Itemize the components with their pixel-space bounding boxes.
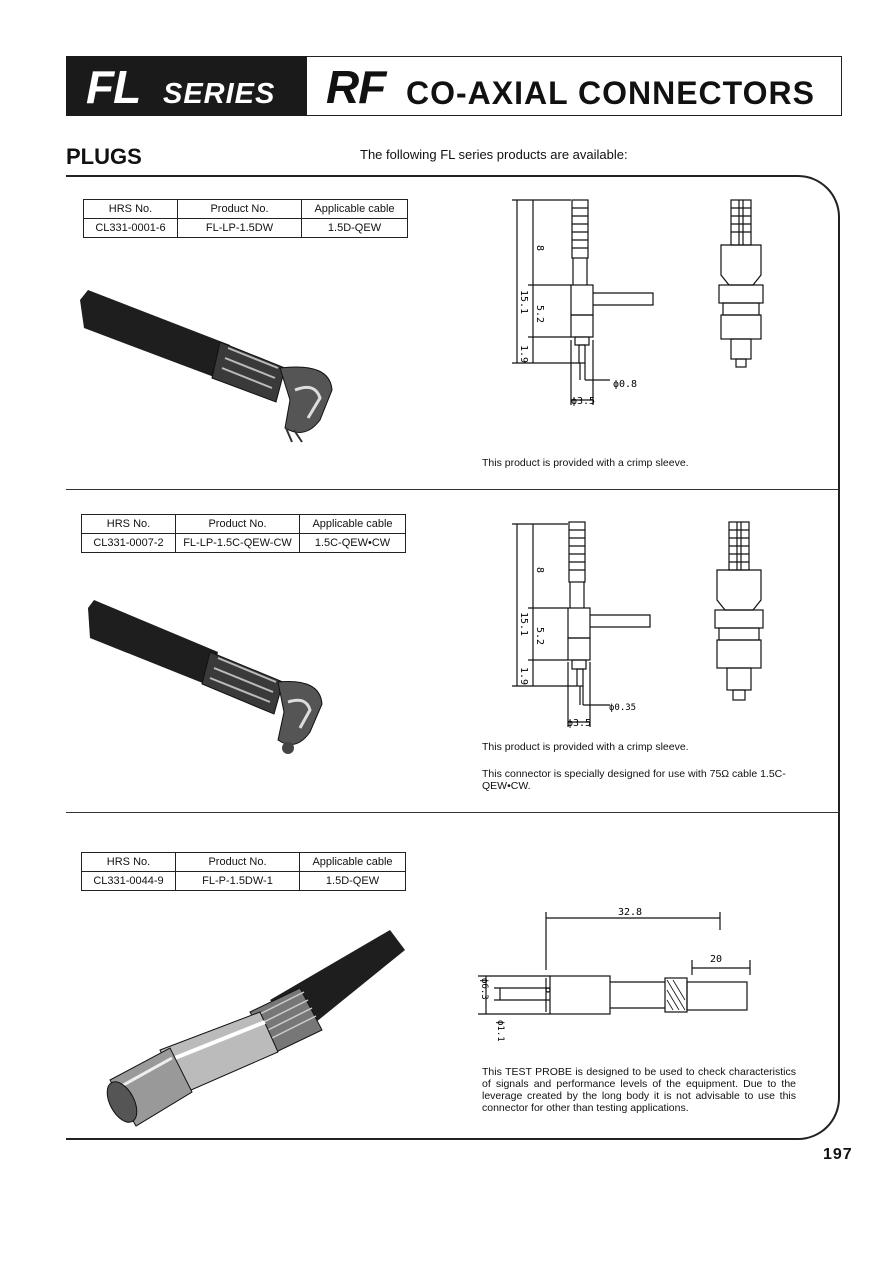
header-applicable-cable: Applicable cable — [301, 199, 408, 219]
header-applicable-cable: Applicable cable — [299, 852, 406, 872]
frame-right-curve — [760, 175, 840, 1140]
header-hrs-no: HRS No. — [81, 514, 176, 534]
header-hrs-no: HRS No. — [83, 199, 178, 219]
dim-tail: 20 — [710, 954, 722, 965]
header-rf: RF — [326, 61, 386, 113]
product-table-3: HRS No. Product No. Applicable cable CL3… — [81, 852, 406, 891]
frame-bottom-line — [66, 1138, 796, 1140]
drawing-product-1: 15.1 8 5.2 1.9 ϕ0.8 ϕ3.5 — [512, 199, 764, 407]
header-title: CO-AXIAL CONNECTORS — [406, 75, 815, 111]
header-series: SERIES — [163, 78, 276, 110]
dim-total: 15.1 — [518, 290, 529, 314]
product-photo-3 — [106, 930, 405, 1127]
section-divider-2 — [66, 812, 839, 813]
dim-low: 1.9 — [518, 667, 529, 685]
product-table-1: HRS No. Product No. Applicable cable CL3… — [83, 199, 408, 238]
note-product-3: This TEST PROBE is designed to be used t… — [482, 1066, 796, 1114]
dim-mid: 5.2 — [534, 305, 545, 323]
header-product-no: Product No. — [177, 199, 302, 219]
header-product-no: Product No. — [175, 852, 300, 872]
note-product-2b: This connector is specially designed for… — [482, 768, 786, 792]
dim-body: ϕ3.5 — [571, 396, 595, 407]
header-fl: FL — [86, 61, 141, 113]
dim-upper: 8 — [534, 567, 545, 573]
header-hrs-no: HRS No. — [81, 852, 176, 872]
hrs-no: CL331-0001-6 — [83, 218, 178, 238]
section-title: PLUGS — [66, 144, 142, 169]
dim-upper: 8 — [534, 245, 545, 251]
hrs-no: CL331-0044-9 — [81, 871, 176, 891]
applicable-cable: 1.5D-QEW — [299, 871, 406, 891]
note-product-1: This product is provided with a crimp sl… — [482, 457, 689, 469]
product-no: FL-P-1.5DW-1 — [175, 871, 300, 891]
frame-top-line — [66, 175, 796, 177]
header-series-block: FL SERIES — [66, 56, 307, 116]
header-applicable-cable: Applicable cable — [299, 514, 406, 534]
dim-low: 1.9 — [518, 345, 529, 363]
dim-pin: ϕ0.8 — [613, 379, 637, 390]
note-product-2a: This product is provided with a crimp sl… — [482, 741, 689, 753]
dim-length: 32.8 — [618, 907, 642, 918]
dim-body: ϕ3.5 — [567, 718, 591, 729]
product-photo-2 — [88, 600, 323, 754]
drawing-product-3: 32.8 20 ϕ6.3 ϕ1.1 — [478, 907, 751, 1042]
product-table-2: HRS No. Product No. Applicable cable CL3… — [81, 514, 406, 553]
section-divider-1 — [66, 489, 839, 490]
drawing-product-2: 15.1 8 5.2 1.9 ϕ0.35 ϕ3.5 — [512, 521, 764, 729]
product-no: FL-LP-1.5DW — [177, 218, 302, 238]
applicable-cable: 1.5C-QEW•CW — [299, 533, 406, 553]
product-photo-1 — [80, 290, 333, 443]
dim-total: 15.1 — [518, 612, 529, 636]
dim-pin: ϕ1.1 — [495, 1020, 505, 1042]
dim-mid: 5.2 — [534, 627, 545, 645]
applicable-cable: 1.5D-QEW — [301, 218, 408, 238]
header-product-no: Product No. — [175, 514, 300, 534]
dim-body: ϕ6.3 — [479, 978, 489, 1000]
hrs-no: CL331-0007-2 — [81, 533, 176, 553]
page-number: 197 — [823, 1146, 853, 1163]
product-no: FL-LP-1.5C-QEW-CW — [175, 533, 300, 553]
dim-pin: ϕ0.35 — [609, 703, 636, 713]
intro-text: The following FL series products are ava… — [360, 147, 628, 162]
